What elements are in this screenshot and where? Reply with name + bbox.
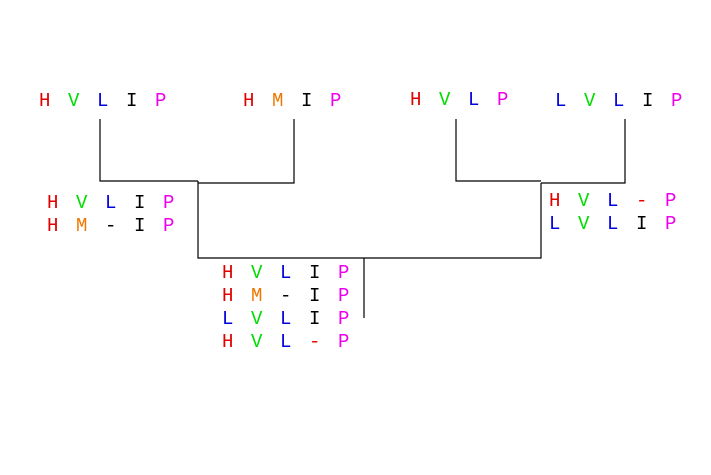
residue-I: I — [134, 215, 146, 237]
residue-H: H — [47, 192, 59, 214]
residue-V: V — [578, 213, 590, 235]
residue-V: V — [251, 262, 263, 284]
residue-P: P — [497, 89, 509, 111]
edge-right-node-to-root — [364, 183, 542, 259]
residue-L: L — [468, 89, 480, 111]
residue-P: P — [665, 213, 677, 235]
residue-P: P — [330, 90, 342, 112]
residue-M: M — [76, 215, 88, 237]
residue-L: L — [555, 90, 567, 112]
edge-leaf2-to-left-node — [198, 119, 295, 184]
residue-V: V — [584, 90, 596, 112]
residue-V: V — [68, 90, 80, 112]
residue-L: L — [280, 308, 292, 330]
residue-L: L — [613, 90, 625, 112]
residue-gap: - — [636, 190, 648, 212]
residue-L: L — [280, 331, 292, 353]
residue-P: P — [338, 285, 350, 307]
residue-M: M — [251, 285, 263, 307]
residue-L: L — [222, 308, 234, 330]
residue-V: V — [76, 192, 88, 214]
residue-H: H — [222, 285, 234, 307]
edge-leaf1-to-left-node — [99, 119, 198, 182]
residue-L: L — [280, 262, 292, 284]
edge-left-node-to-root — [197, 181, 364, 259]
residue-I: I — [134, 192, 146, 214]
residue-L: L — [549, 213, 561, 235]
residue-I: I — [309, 285, 321, 307]
residue-P: P — [665, 190, 677, 212]
residue-H: H — [222, 331, 234, 353]
residue-H: H — [549, 190, 561, 212]
residue-V: V — [439, 89, 451, 111]
residue-H: H — [222, 262, 234, 284]
residue-V: V — [251, 331, 263, 353]
edge-leaf3-to-right-node — [455, 119, 541, 182]
residue-I: I — [636, 213, 648, 235]
residue-P: P — [163, 192, 175, 214]
residue-I: I — [309, 262, 321, 284]
residue-L: L — [607, 213, 619, 235]
residue-L: L — [97, 90, 109, 112]
edge-leaf4-to-right-node — [541, 119, 626, 184]
residue-P: P — [338, 308, 350, 330]
residue-P: P — [671, 90, 683, 112]
residue-gap: - — [309, 331, 321, 353]
residue-gap: - — [105, 215, 117, 237]
residue-I: I — [642, 90, 654, 112]
residue-I: I — [301, 90, 313, 112]
residue-V: V — [251, 308, 263, 330]
residue-P: P — [338, 262, 350, 284]
residue-P: P — [163, 215, 175, 237]
residue-H: H — [39, 90, 51, 112]
residue-H: H — [410, 89, 422, 111]
residue-I: I — [126, 90, 138, 112]
residue-H: H — [243, 90, 255, 112]
residue-P: P — [155, 90, 167, 112]
residue-L: L — [607, 190, 619, 212]
residue-gap: - — [280, 285, 292, 307]
residue-H: H — [47, 215, 59, 237]
residue-I: I — [309, 308, 321, 330]
residue-L: L — [105, 192, 117, 214]
residue-M: M — [272, 90, 284, 112]
residue-V: V — [578, 190, 590, 212]
residue-P: P — [338, 331, 350, 353]
